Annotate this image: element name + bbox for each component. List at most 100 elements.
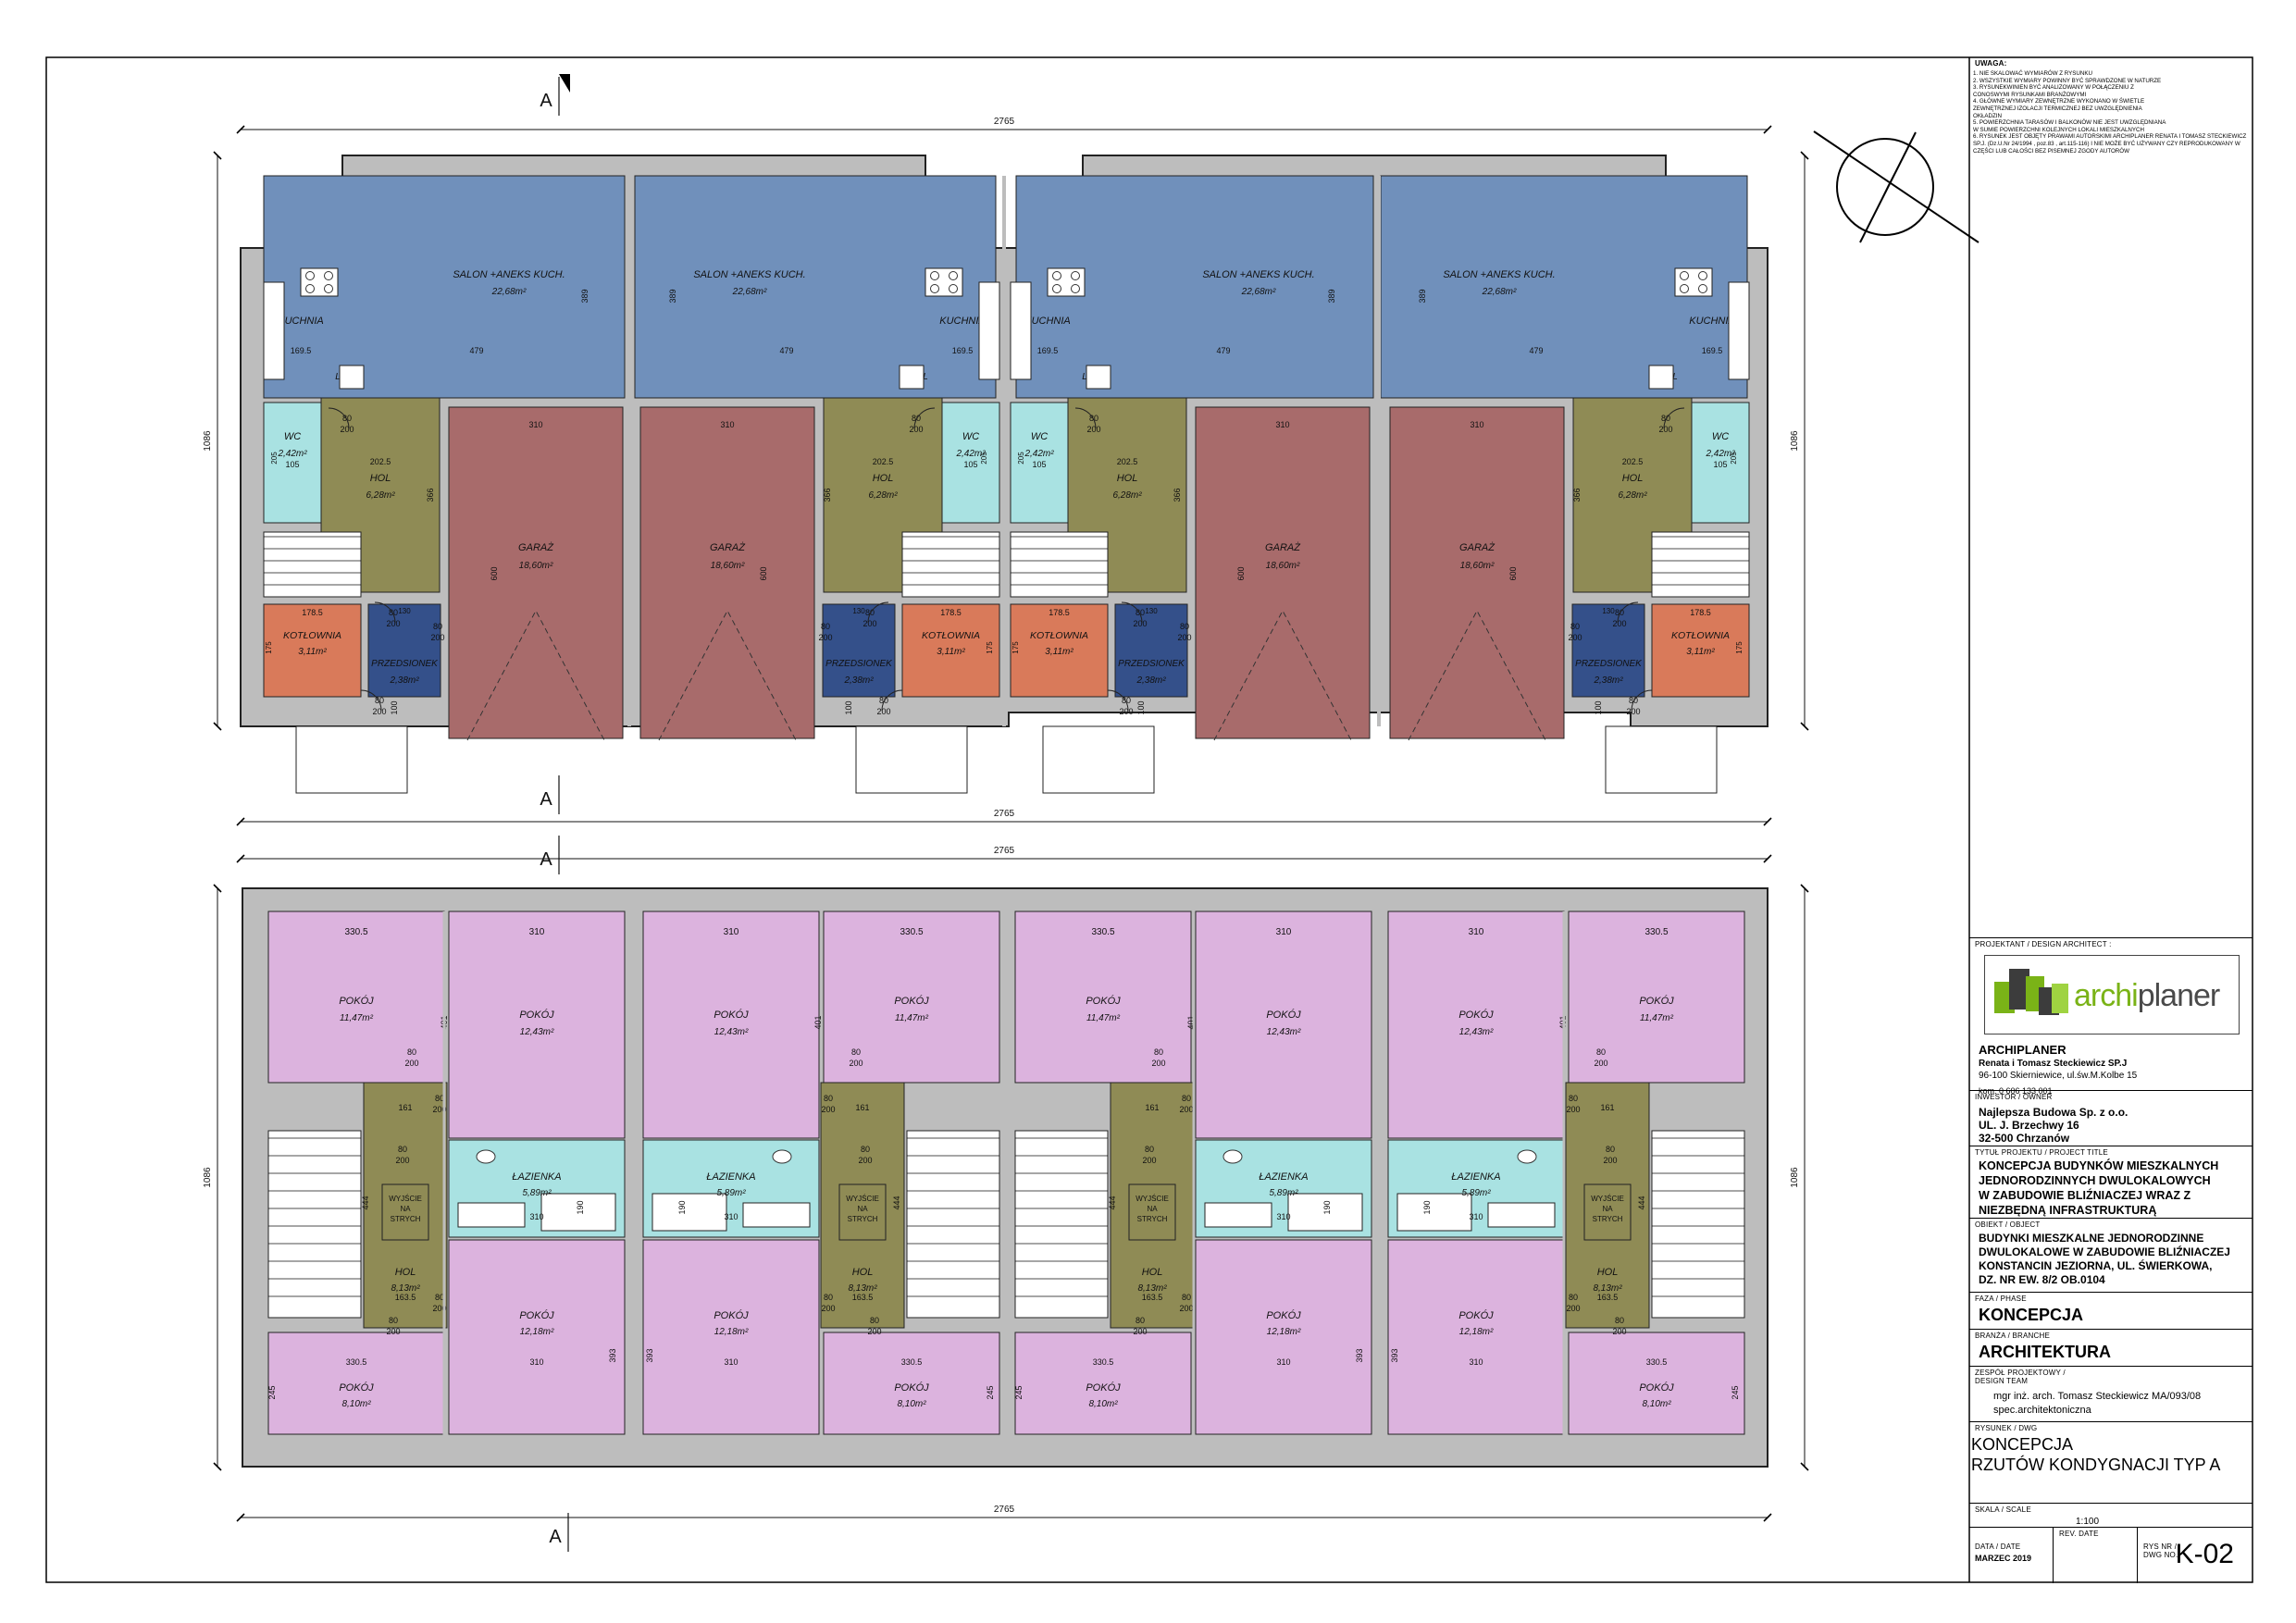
salon-label: SALON +ANEKS KUCH. <box>453 269 565 280</box>
door-width: 80 <box>1661 414 1670 423</box>
garage-room <box>448 406 624 739</box>
attic-hatch <box>381 1183 429 1241</box>
dim-bath-depth: 190 <box>1422 1200 1432 1214</box>
dwg-cell: RYS NR / DWG NO. K-02 <box>2138 1528 2253 1583</box>
note-item: OKŁADZIN <box>1973 112 2002 119</box>
dim-boiler-width: 178.5 <box>1690 608 1711 617</box>
dim-room-c-width: 310 <box>724 1357 738 1367</box>
burner-icon <box>1071 284 1080 293</box>
notes-section: UWAGA: 1. NIE SKALOWAĆ WYMIARÓW Z RYSUNK… <box>1969 57 2253 178</box>
entry-landing <box>295 725 408 794</box>
scale-label: SKALA / SCALE <box>1975 1505 2031 1514</box>
kitchen-counter <box>263 281 285 380</box>
dim-salon-width: 479 <box>1529 346 1543 355</box>
dim-room-a-width: 330.5 <box>344 927 367 937</box>
burner-icon <box>324 284 333 293</box>
door-swing <box>913 407 936 429</box>
dim-hall-width-2: 163.5 <box>1142 1293 1163 1302</box>
room-area: 12,43m² <box>1459 1027 1494 1037</box>
salon-area: 22,68m² <box>1482 287 1517 297</box>
team-member: mgr inż. arch. Tomasz Steckiewicz MA/093… <box>1993 1391 2202 1402</box>
door-width: 80 <box>435 1094 444 1103</box>
burner-icon <box>1698 284 1707 293</box>
salon-label: SALON +ANEKS KUCH. <box>1202 269 1314 280</box>
dim-wc-width: 105 <box>1032 460 1046 469</box>
vestibule-label: PRZEDSIONEK <box>371 659 439 669</box>
bedroom-a <box>823 911 1000 1084</box>
door-width: 80 <box>1180 622 1189 631</box>
dim-wc-width: 105 <box>963 460 977 469</box>
dim-hall-width-2: 163.5 <box>395 1293 416 1302</box>
notes-header: UWAGA: <box>1975 59 2007 68</box>
door-height: 200 <box>821 1105 835 1114</box>
door-height: 200 <box>1568 633 1582 642</box>
hall-label: HOL <box>1117 473 1138 484</box>
garage-room <box>639 406 815 739</box>
dim-vest-width: 130 <box>1602 607 1615 615</box>
vestibule-area: 2,38m² <box>1136 675 1166 686</box>
dim-salon-depth: 389 <box>1418 289 1427 303</box>
door-height: 200 <box>432 1105 446 1114</box>
room-area: 8,10m² <box>341 1399 371 1409</box>
dim-hall-width: 202.5 <box>873 457 894 466</box>
overall-depth: 1086 <box>1790 430 1800 452</box>
project-label: TYTUŁ PROJEKTU / PROJECT TITLE <box>1975 1148 2108 1157</box>
investor-line3: 32-500 Chrzanów <box>1979 1132 2070 1145</box>
room-area: 8,10m² <box>1088 1399 1118 1409</box>
dim-hall-depth: 366 <box>426 488 435 502</box>
door-height: 200 <box>1594 1059 1607 1068</box>
dim-vest-width: 130 <box>1145 607 1158 615</box>
room-label: POKÓJ <box>1086 995 1121 1007</box>
door-height: 200 <box>395 1156 409 1165</box>
dim-room-b-depth: 401 <box>1186 1015 1196 1029</box>
door-width: 80 <box>1615 608 1624 617</box>
burner-icon <box>1052 271 1061 280</box>
dim-room-c-width: 310 <box>1276 1357 1290 1367</box>
dim-salon-width: 479 <box>779 346 793 355</box>
burner-icon <box>949 271 958 280</box>
door-height: 200 <box>867 1327 881 1336</box>
dim-garage-width: 310 <box>1275 420 1289 429</box>
burner-icon <box>930 284 939 293</box>
dim-room-a-width: 330.5 <box>1091 927 1114 937</box>
investor-line1: Najlepsza Budowa Sp. z o.o. <box>1979 1106 2128 1119</box>
burner-icon <box>305 271 315 280</box>
garage-area: 18,60m² <box>711 561 745 571</box>
door-width: 80 <box>1136 1316 1145 1325</box>
bath-label: ŁAZIENKA <box>1451 1171 1500 1183</box>
architect-label: PROJEKTANT / DESIGN ARCHITECT : <box>1975 940 2112 948</box>
wc-area: 2,42m² <box>1024 449 1054 459</box>
dim-vest-width: 130 <box>398 607 411 615</box>
salon-area: 22,68m² <box>1241 287 1276 297</box>
hall-area: 6,28m² <box>868 490 898 501</box>
boiler-room <box>901 603 1000 698</box>
overall-depth: 1086 <box>203 430 213 452</box>
boiler-room <box>263 603 362 698</box>
door-width: 80 <box>407 1047 416 1057</box>
sink-icon <box>476 1149 496 1164</box>
team-label-1: ZESPÓŁ PROJEKTOWY / <box>1975 1369 2066 1377</box>
room-label: POKÓJ <box>714 1009 749 1021</box>
wc-label: WC <box>284 431 301 442</box>
bathtub <box>1204 1202 1272 1228</box>
burner-icon <box>324 271 333 280</box>
dim-room-d-width: 330.5 <box>1093 1357 1114 1367</box>
salon-label: SALON +ANEKS KUCH. <box>693 269 805 280</box>
door-swing <box>881 689 903 712</box>
vestibule-room <box>822 603 896 698</box>
dim-garage-width: 310 <box>528 420 542 429</box>
company-phone: kom. 0 606 133 001 <box>1979 1086 2053 1096</box>
vestibule-room <box>1571 603 1645 698</box>
fridge-mark: L <box>1082 372 1087 382</box>
door-height: 200 <box>1119 707 1133 716</box>
door-swing <box>1074 407 1097 429</box>
bathtub <box>457 1202 526 1228</box>
dim-hall-width: 161 <box>398 1103 412 1112</box>
dim-garage-width: 310 <box>720 420 734 429</box>
door-width: 80 <box>879 696 888 705</box>
upper-stairs <box>906 1130 1000 1319</box>
door-height: 200 <box>1179 1105 1193 1114</box>
dim-salon-width: 479 <box>1216 346 1230 355</box>
